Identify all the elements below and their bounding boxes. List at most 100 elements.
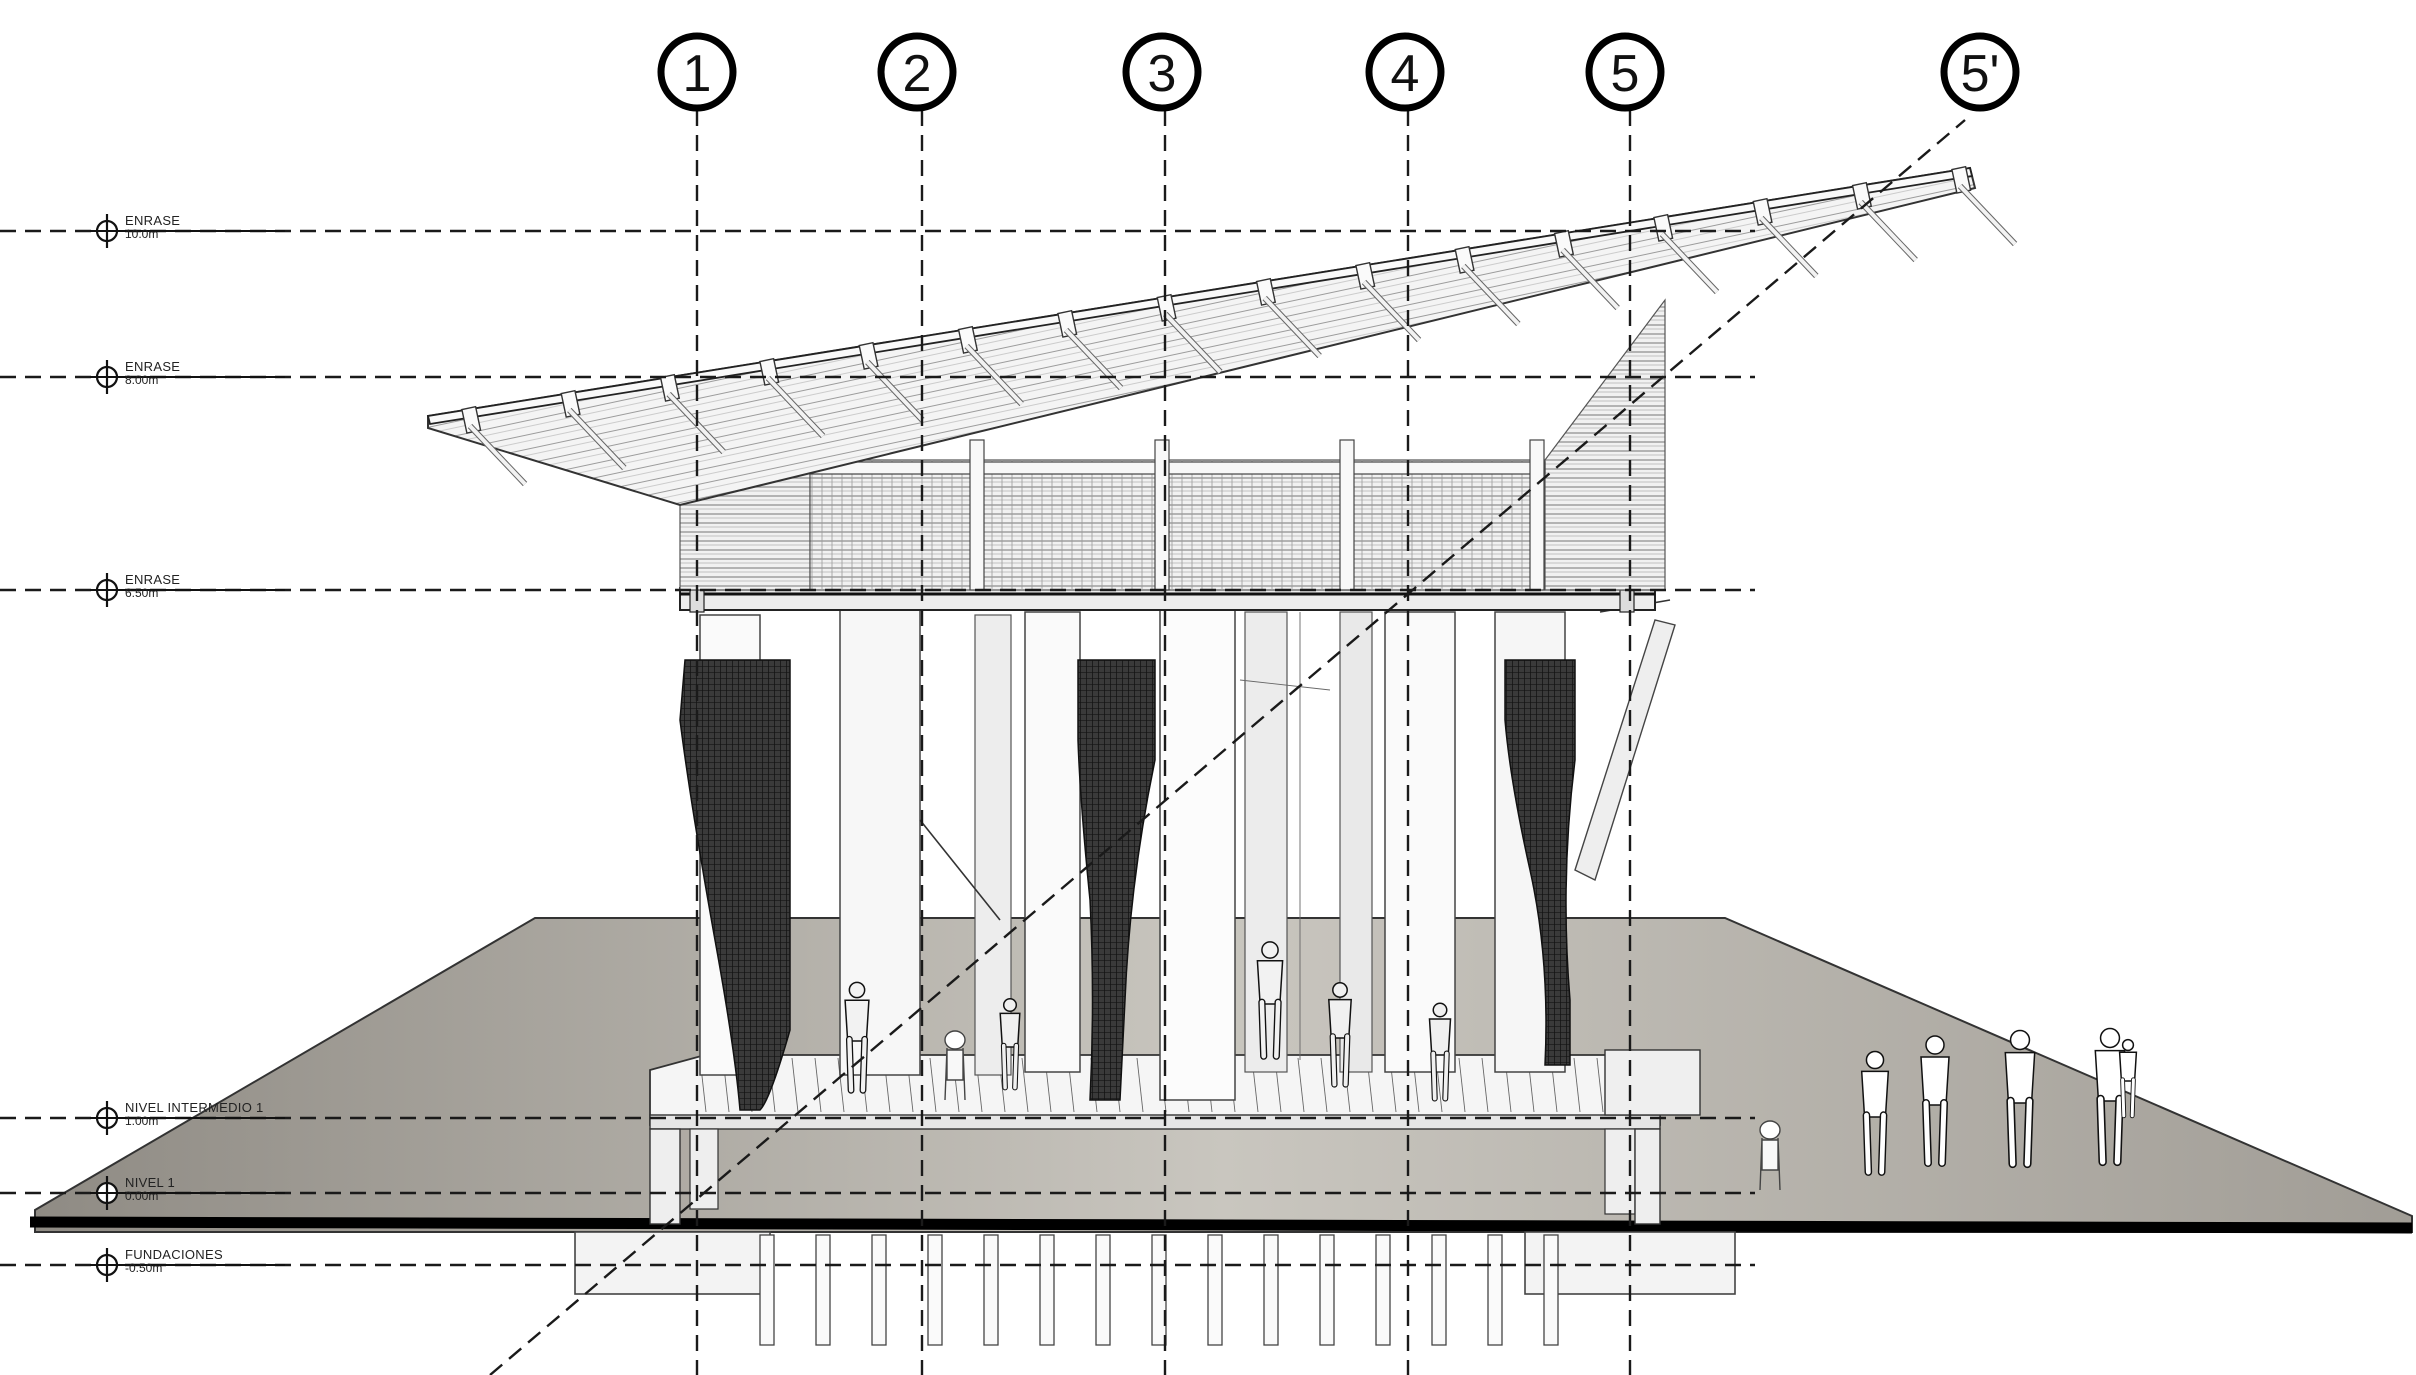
level-marker-5: FUNDACIONES-0.50m: [90, 1247, 285, 1282]
axis-bubble-circle: [1122, 32, 1202, 112]
foundation-pile: [815, 1234, 831, 1346]
rafter-highlight: [468, 424, 527, 486]
person-figure: [844, 981, 870, 1094]
rafter-highlight: [965, 344, 1024, 406]
deck-board: [791, 1057, 799, 1113]
rafter-highlight: [1461, 264, 1520, 326]
person-figure: [2118, 1038, 2138, 1119]
level-value: 8.00m: [125, 373, 158, 387]
rafter-highlight: [567, 408, 626, 470]
axis-bubble-1: 1: [657, 32, 737, 112]
foundation-pile: [927, 1234, 943, 1346]
axis-label: 5': [1961, 45, 2000, 103]
deck-board: [1320, 1057, 1328, 1113]
dog-figure: [1759, 1120, 1781, 1191]
deck-board: [837, 1057, 845, 1113]
foundation-pile: [983, 1234, 999, 1346]
foundation-pile: [1207, 1234, 1223, 1346]
axis-bubble-circle: [1940, 32, 2020, 112]
rafter-highlight: [1263, 296, 1322, 358]
axis-bubble-circle: [1585, 32, 1665, 112]
deck-board: [814, 1057, 822, 1113]
rafter-highlight: [1660, 232, 1719, 294]
foundation-pile: [1375, 1234, 1391, 1346]
foundation-pile: [871, 1234, 887, 1346]
level-marker-3: NIVEL INTERMEDIO 11.00m: [90, 1100, 285, 1135]
person-figure: [1256, 941, 1284, 1060]
axis-bubble-circle: [1365, 32, 1445, 112]
foundation-pile: [1543, 1234, 1559, 1346]
level-name: ENRASE: [125, 213, 180, 228]
deck-board: [1481, 1057, 1489, 1113]
rafter-highlight: [1561, 248, 1620, 310]
axis-bubbles: 1 2 3 4 5 5': [657, 32, 2020, 112]
axis-bubble-4: 4: [1365, 32, 1445, 112]
foundation-pile: [1039, 1234, 1055, 1346]
person-figure: [1920, 1035, 1950, 1167]
axis-label: 2: [903, 45, 932, 103]
rafter-highlight: [766, 376, 825, 438]
axis-bubble-circle: [877, 32, 957, 112]
deck-board: [1297, 1057, 1305, 1113]
foundation-pile: [1319, 1234, 1335, 1346]
person-figure: [1860, 1050, 1890, 1176]
foundation-pile: [1263, 1234, 1279, 1346]
rafter-highlight: [1163, 312, 1222, 374]
axis-bubble-3: 3: [1122, 32, 1202, 112]
level-value: -0.50m: [125, 1261, 162, 1275]
foundation-pile: [1487, 1234, 1503, 1346]
level-name: ENRASE: [125, 572, 180, 587]
level-value: 10.0m: [125, 227, 158, 241]
level-value: 1.00m: [125, 1114, 158, 1128]
deck-board: [1596, 1057, 1604, 1113]
rafter-highlight: [1958, 184, 2017, 246]
level-value: 0.00m: [125, 1189, 158, 1203]
axis-lines: [695, 110, 1632, 1375]
deck-board: [1458, 1057, 1466, 1113]
foundation-pile: [1095, 1234, 1111, 1346]
level-name: NIVEL 1: [125, 1175, 175, 1190]
rafter-highlight: [1362, 280, 1421, 342]
roof-rafters: [461, 165, 2018, 487]
deck-board: [1021, 1057, 1029, 1113]
rafter-highlight: [1759, 216, 1818, 278]
level-lines: [0, 229, 1755, 1267]
foundations: [574, 1231, 1736, 1346]
person-figure: [1328, 982, 1352, 1088]
rafter-highlight: [865, 360, 924, 422]
person-figure: [2094, 1027, 2126, 1167]
deck-board: [1573, 1057, 1581, 1113]
level-name: NIVEL INTERMEDIO 1: [125, 1100, 264, 1115]
human-figures: [844, 941, 2138, 1191]
deck-board: [1136, 1057, 1144, 1113]
deck-board: [929, 1057, 937, 1113]
dog-figure: [944, 1030, 966, 1101]
axis-bubble-2: 2: [877, 32, 957, 112]
axis-label: 3: [1148, 45, 1177, 103]
axis-bubble-circle: [657, 32, 737, 112]
foundation-pile: [1431, 1234, 1447, 1346]
axis-label: 4: [1391, 45, 1420, 103]
axis-bubble-5p: 5': [1940, 32, 2020, 112]
person-figure: [2004, 1029, 2036, 1169]
level-name: ENRASE: [125, 359, 180, 374]
roof: [426, 165, 2018, 507]
person-figure: [1428, 1002, 1452, 1102]
rafter-highlight: [1859, 200, 1918, 262]
rafter-highlight: [1064, 328, 1123, 390]
foundation-piles: [759, 1234, 1559, 1346]
person-figure: [999, 997, 1021, 1091]
axis-label: 1: [683, 45, 712, 103]
upper-floor-beam: [679, 587, 1656, 613]
axis-label: 5: [1611, 45, 1640, 103]
foundation-pile: [759, 1234, 775, 1346]
level-name: FUNDACIONES: [125, 1247, 223, 1262]
axis-line-5-prime: [489, 119, 1966, 1375]
level-marker-4: NIVEL 10.00m: [90, 1175, 285, 1210]
woven-curtains: [679, 659, 1576, 1111]
